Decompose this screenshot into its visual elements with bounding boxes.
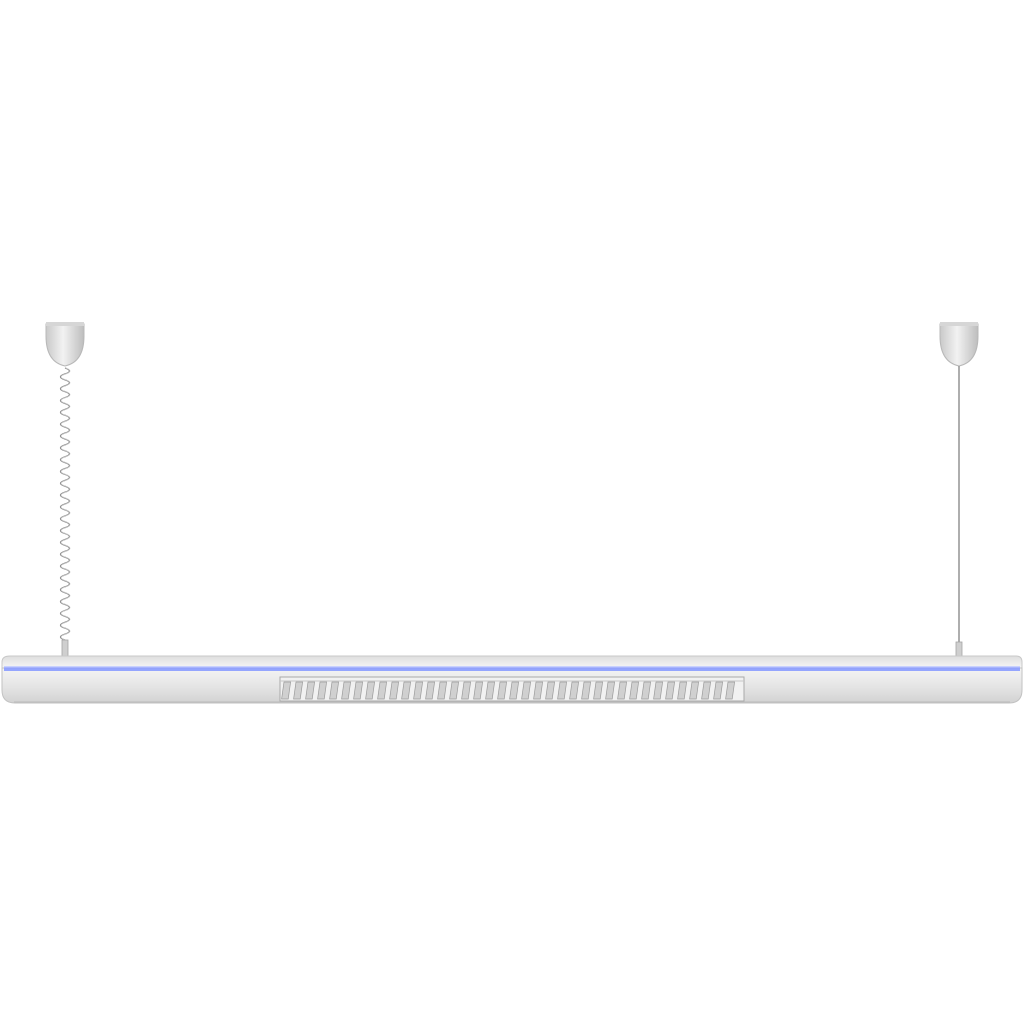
- louver-blade: [485, 681, 496, 700]
- louver-blade: [593, 681, 604, 700]
- louver-blade: [725, 681, 736, 700]
- left-ceiling-canopy: [45, 322, 85, 367]
- louver-blade: [617, 681, 628, 700]
- louver-blade: [569, 681, 580, 700]
- louver-blade: [377, 681, 388, 700]
- louver-blade: [329, 681, 340, 700]
- louver-blade: [665, 681, 676, 700]
- louver-blade: [713, 681, 724, 700]
- louver-blade: [497, 681, 508, 700]
- louver-blade: [653, 681, 664, 700]
- right-suspension-cable: [955, 366, 963, 657]
- louver-blade: [521, 681, 532, 700]
- left-cable-grip: [61, 639, 69, 657]
- coil-spiral-highlight: [60, 367, 71, 641]
- louver-blade: [545, 681, 556, 700]
- accent-light-strip: [4, 666, 1020, 671]
- louver-blade: [305, 681, 316, 700]
- louver-blade: [677, 681, 688, 700]
- louver-blade: [281, 681, 292, 700]
- louver-blade: [293, 681, 304, 700]
- louver-blade: [425, 681, 436, 700]
- louver-grille: [279, 676, 745, 702]
- louver-blade: [557, 681, 568, 700]
- left-coiled-cable: [59, 367, 71, 641]
- louver-blade: [389, 681, 400, 700]
- louver-blade: [365, 681, 376, 700]
- louver-blade: [449, 681, 460, 700]
- louver-blade: [509, 681, 520, 700]
- louver-blade: [701, 681, 712, 700]
- louver-blade: [581, 681, 592, 700]
- louver-blade: [353, 681, 364, 700]
- louver-blade: [437, 681, 448, 700]
- louver-blade: [317, 681, 328, 700]
- louver-blade: [473, 681, 484, 700]
- louver-blade: [605, 681, 616, 700]
- louver-blade: [413, 681, 424, 700]
- louver-blade: [629, 681, 640, 700]
- louver-blade: [341, 681, 352, 700]
- right-ceiling-canopy: [939, 322, 979, 367]
- louver-blade: [641, 681, 652, 700]
- louver-blade: [533, 681, 544, 700]
- louver-blade: [689, 681, 700, 700]
- louver-blade: [401, 681, 412, 700]
- louver-blade: [461, 681, 472, 700]
